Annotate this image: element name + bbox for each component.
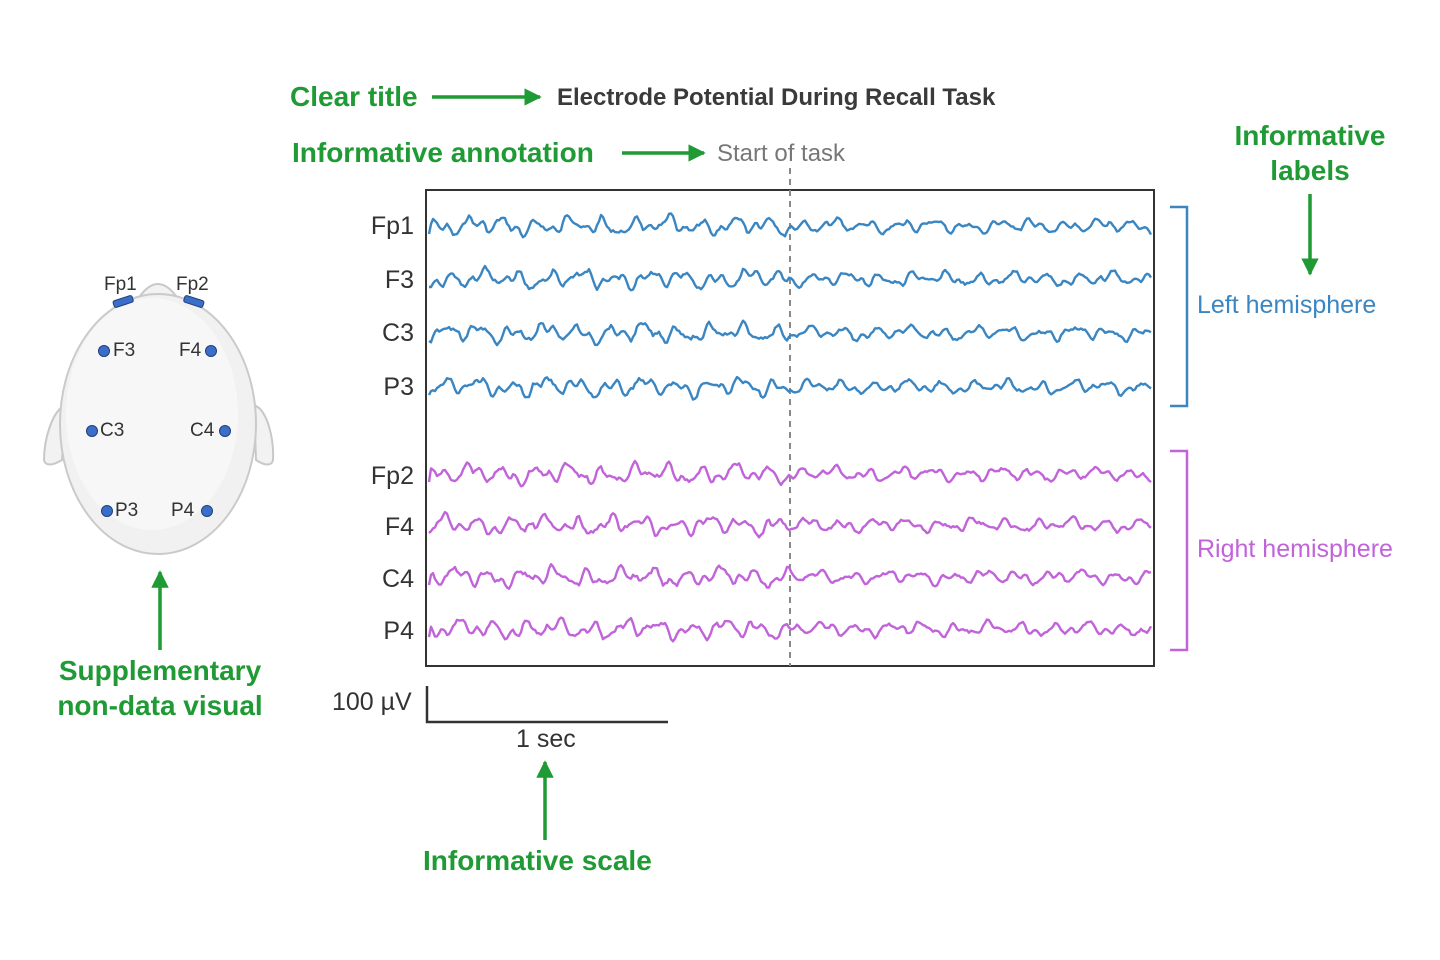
head-label-p3: P3 <box>115 500 139 521</box>
channel-label-c4: C4 <box>382 565 414 593</box>
trace-p4 <box>427 616 1153 643</box>
nose <box>137 282 179 297</box>
clear-title-annotation: Clear title <box>290 81 418 112</box>
channel-label-fp1: Fp1 <box>370 212 414 240</box>
channel-label-f3: F3 <box>384 266 414 294</box>
channel-label-p3: P3 <box>383 373 414 401</box>
right-hemisphere-label: Right hemisphere <box>1197 535 1393 563</box>
informative-scale-label: Informative scale <box>423 845 652 876</box>
scale-amplitude-label: 100 µV <box>332 688 412 716</box>
head-diagram <box>42 282 275 555</box>
channel-label-f4: F4 <box>384 513 414 541</box>
trace-c4 <box>427 563 1152 590</box>
informative-annotation-label: Informative annotation <box>292 137 594 168</box>
trace-f3 <box>429 264 1152 292</box>
electrode-p3 <box>101 505 113 517</box>
head-label-f4: F4 <box>179 340 202 361</box>
right-hemisphere-bracket <box>1170 449 1189 652</box>
scale-bar <box>425 686 668 724</box>
head-label-f3: F3 <box>113 340 136 361</box>
electrode-fp1 <box>112 295 134 308</box>
electrode-f3 <box>98 345 110 357</box>
chart-title: Electrode Potential During Recall Task <box>557 84 996 111</box>
channel-label-p4: P4 <box>383 617 414 645</box>
head-label-fp1: Fp1 <box>104 274 137 295</box>
informative-labels-line1: Informative <box>1234 120 1386 151</box>
informative-labels-line2: labels <box>1270 155 1350 186</box>
trace-c3 <box>428 319 1152 347</box>
head-highlight <box>66 298 238 530</box>
electrode-p4 <box>201 505 213 517</box>
electrode-c3 <box>86 425 98 437</box>
eeg-traces <box>427 212 1153 643</box>
left-hemisphere-label: Left hemisphere <box>1197 291 1377 319</box>
head-label-c3: C3 <box>100 420 125 441</box>
trace-fp1 <box>427 212 1153 239</box>
channel-label-fp2: Fp2 <box>370 462 414 490</box>
electrode-f4 <box>205 345 217 357</box>
head-label-p4: P4 <box>171 500 195 521</box>
scale-time-label: 1 sec <box>516 725 576 753</box>
electrode-fp2 <box>183 295 205 308</box>
head-label-c4: C4 <box>190 420 215 441</box>
supplementary-line1: Supplementary <box>58 655 262 686</box>
head-label-fp2: Fp2 <box>176 274 209 295</box>
trace-f4 <box>428 510 1152 539</box>
left-hemisphere-bracket <box>1170 205 1189 408</box>
supplementary-line2: non-data visual <box>57 690 263 721</box>
start-of-task-label: Start of task <box>717 140 846 167</box>
trace-p3 <box>427 375 1152 401</box>
right-ear <box>252 403 275 466</box>
channel-label-c3: C3 <box>382 319 414 347</box>
trace-fp2 <box>427 459 1152 488</box>
electrode-c4 <box>219 425 231 437</box>
